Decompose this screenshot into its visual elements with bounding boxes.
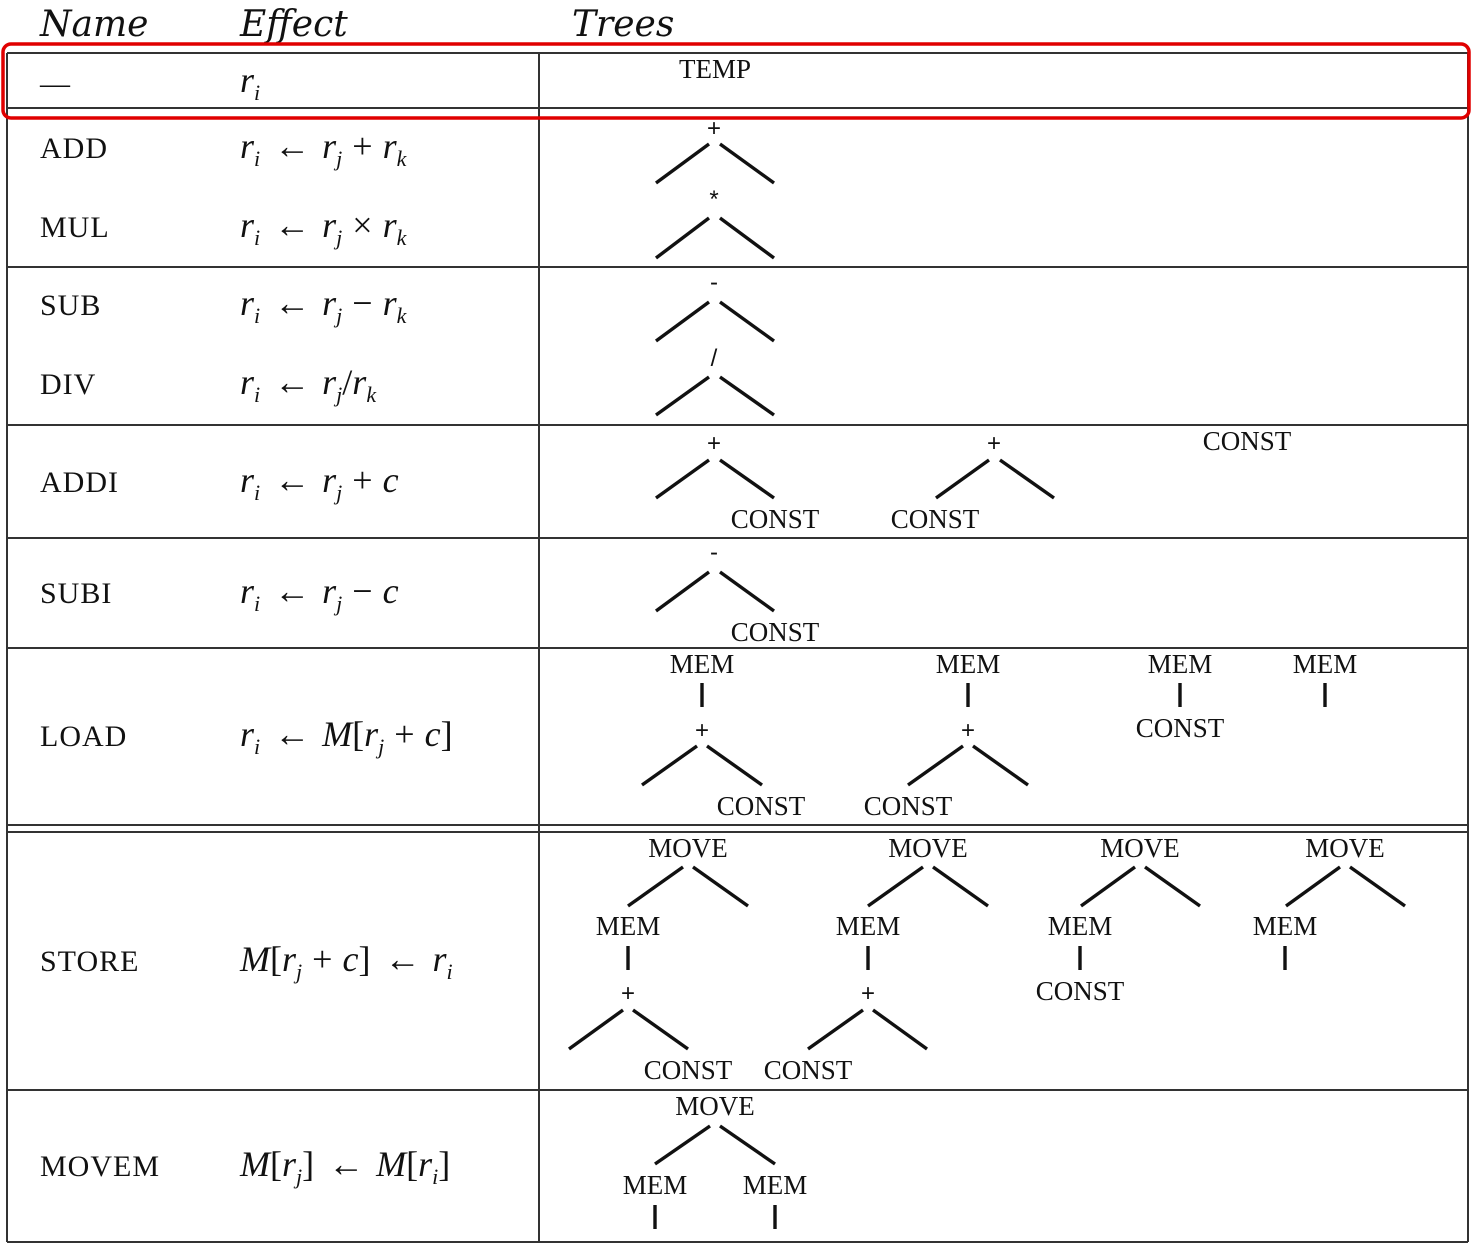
header-name: Name bbox=[39, 4, 148, 45]
tree-addi-1-op: + bbox=[707, 430, 721, 457]
tree-store-3-move: MOVE bbox=[1100, 833, 1180, 863]
row-name-movem: MOVEM bbox=[40, 1150, 160, 1183]
tree-load-1: MEM + CONST bbox=[641, 649, 806, 821]
tree-store-2-mem: MEM bbox=[836, 911, 901, 941]
trees-column: TEMP + * - / + CONS bbox=[568, 54, 1406, 1229]
row-name-temp: — bbox=[39, 67, 71, 100]
tree-div-op: / bbox=[711, 345, 718, 372]
tree-load-1-const: CONST bbox=[717, 791, 806, 821]
effect-column: ri ri←rj+rk ri←rj×rk ri←rj−rk ri←rj/rk r… bbox=[239, 60, 453, 1189]
effect-addi: ri←rj+c bbox=[240, 460, 399, 505]
tree-store-2-move: MOVE bbox=[888, 833, 968, 863]
tree-load-3-const: CONST bbox=[1136, 713, 1225, 743]
tree-addi-1: + CONST bbox=[655, 430, 820, 534]
tree-movem-move: MOVE bbox=[675, 1091, 755, 1121]
tree-load-2-const: CONST bbox=[864, 791, 953, 821]
tree-movem-mem-right: MEM bbox=[743, 1170, 808, 1200]
tree-load-4-mem: MEM bbox=[1293, 649, 1358, 679]
tree-store-4-move: MOVE bbox=[1305, 833, 1385, 863]
tree-mul: * bbox=[654, 186, 776, 260]
effect-div: ri←rj/rk bbox=[240, 362, 377, 407]
tree-addi-2: + CONST bbox=[891, 430, 1055, 534]
tree-load-1-op: + bbox=[695, 717, 709, 744]
tree-store-3: MOVE MEM CONST bbox=[1036, 833, 1201, 1006]
tree-addi-2-const: CONST bbox=[891, 504, 980, 534]
row-name-store: STORE bbox=[40, 945, 139, 978]
table-grid bbox=[6, 52, 1469, 1243]
effect-store: M[rj+c]←ri bbox=[239, 939, 453, 984]
tree-load-3-mem: MEM bbox=[1148, 649, 1213, 679]
tree-load-2: MEM + CONST bbox=[864, 649, 1029, 821]
tree-store-3-const: CONST bbox=[1036, 976, 1125, 1006]
tree-load-3: MEM CONST bbox=[1136, 649, 1225, 743]
tree-store-1-mem: MEM bbox=[596, 911, 661, 941]
row-name-addi: ADDI bbox=[40, 466, 119, 499]
row-name-sub: SUB bbox=[40, 289, 101, 322]
tree-store-1-const: CONST bbox=[644, 1055, 733, 1085]
row-name-subi: SUBI bbox=[40, 577, 112, 610]
tree-load-4: MEM bbox=[1293, 649, 1358, 707]
row-name-div: DIV bbox=[40, 368, 96, 401]
tree-sub-op: - bbox=[710, 269, 718, 296]
tree-movem-mem-left: MEM bbox=[623, 1170, 688, 1200]
tree-movem: MOVE MEM MEM bbox=[623, 1091, 808, 1229]
header-effect: Effect bbox=[239, 4, 348, 45]
tree-sub: - bbox=[654, 269, 775, 343]
effect-sub: ri←rj−rk bbox=[240, 283, 408, 328]
tree-store-1: MOVE MEM + CONST bbox=[568, 833, 749, 1085]
tree-addi-1-const: CONST bbox=[731, 504, 820, 534]
effect-movem: M[rj]←M[ri] bbox=[239, 1144, 450, 1189]
tree-subi-op: - bbox=[710, 539, 718, 566]
tree-add-op: + bbox=[707, 115, 721, 142]
row-name-load: LOAD bbox=[40, 720, 127, 753]
tree-store-4: MOVE MEM bbox=[1253, 833, 1406, 970]
tree-add: + bbox=[654, 115, 775, 185]
tree-div: / bbox=[655, 345, 775, 417]
row-name-add: ADD bbox=[40, 132, 108, 165]
effect-subi: ri←rj−c bbox=[240, 571, 399, 616]
effect-mul: ri←rj×rk bbox=[240, 205, 408, 250]
effect-load: ri←M[rj+c] bbox=[240, 714, 453, 759]
effect-temp: ri bbox=[240, 60, 260, 105]
name-column: — ADD MUL SUB DIV ADDI SUBI LOAD STORE M… bbox=[39, 67, 160, 1183]
effect-add: ri←rj+rk bbox=[240, 126, 408, 171]
tree-addi-3-const: CONST bbox=[1203, 426, 1292, 456]
tree-store-1-op: + bbox=[621, 980, 635, 1007]
header-trees: Trees bbox=[572, 4, 674, 45]
tree-store-2-const: CONST bbox=[764, 1055, 853, 1085]
tree-store-3-mem: MEM bbox=[1048, 911, 1113, 941]
highlight-box bbox=[1, 42, 1471, 120]
tree-store-2-op: + bbox=[861, 980, 875, 1007]
tree-subi: - CONST bbox=[654, 539, 820, 647]
tree-subi-const: CONST bbox=[731, 617, 820, 647]
tree-temp-node: TEMP bbox=[679, 54, 751, 84]
tree-mul-op: * bbox=[709, 186, 718, 213]
tree-load-1-mem: MEM bbox=[670, 649, 735, 679]
tree-addi-3: CONST bbox=[1203, 426, 1292, 456]
tree-load-2-op: + bbox=[961, 717, 975, 744]
tree-load-2-mem: MEM bbox=[936, 649, 1001, 679]
tree-store-1-move: MOVE bbox=[648, 833, 728, 863]
tree-store-4-mem: MEM bbox=[1253, 911, 1318, 941]
tree-store-2: MOVE MEM + CONST bbox=[764, 833, 989, 1085]
row-name-mul: MUL bbox=[40, 211, 110, 244]
tree-addi-2-op: + bbox=[987, 430, 1001, 457]
